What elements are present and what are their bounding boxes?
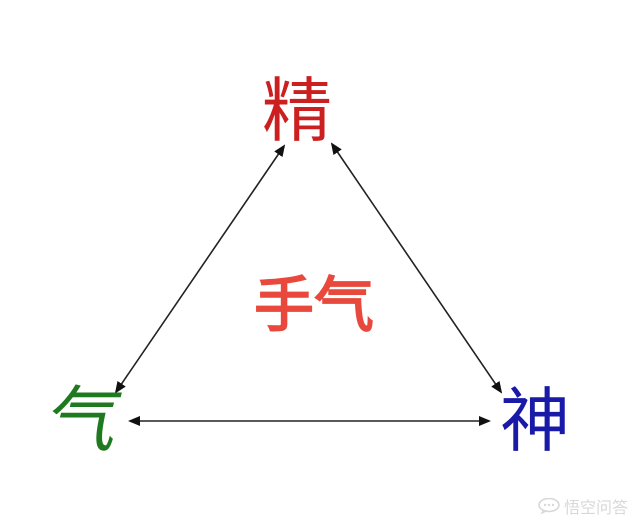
edge-top-right [330, 142, 503, 394]
node-shen: 神 [500, 380, 570, 462]
watermark: 悟空问答 [538, 494, 628, 518]
edge-top-left [114, 144, 286, 394]
node-qi: 气 [42, 378, 115, 462]
chat-bubble-icon [538, 498, 560, 514]
center-label: 手气 [254, 271, 374, 341]
node-jing: 精 [262, 70, 332, 152]
watermark-text: 悟空问答 [563, 498, 628, 517]
